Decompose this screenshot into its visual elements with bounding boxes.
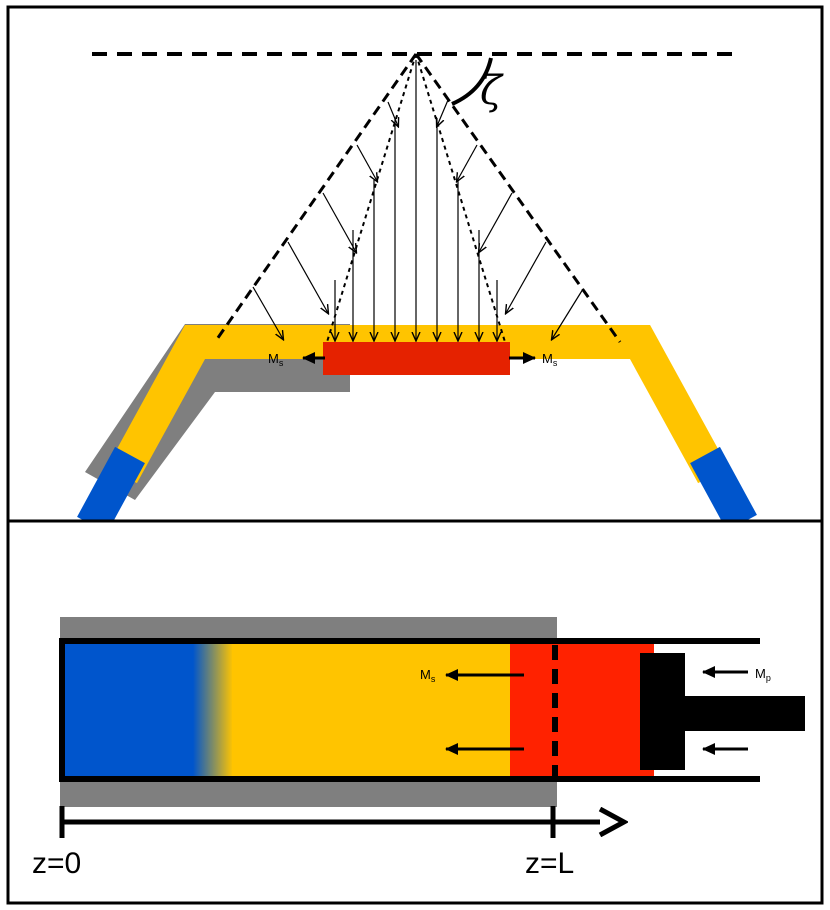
fixed-end-left [77, 446, 145, 534]
ms-label-right: Ms [542, 351, 558, 368]
field-arrows [252, 60, 584, 340]
field-arrow [552, 288, 584, 339]
fixed-end-region [64, 644, 194, 778]
cone-ray-outer-right [414, 53, 622, 343]
field-arrow [479, 192, 513, 252]
cone-ray-outer-left [213, 53, 418, 343]
fixed-end-right [690, 446, 757, 532]
cone-ray-inner-right [415, 53, 506, 343]
field-arrow [252, 286, 283, 339]
field-arrow [322, 192, 356, 252]
transition-region [193, 644, 233, 778]
zeta-angle-arc [451, 57, 493, 106]
fiber-region [232, 644, 511, 778]
field-arrow [287, 241, 328, 313]
bottom-panel: Ms Mp z=0 z=L [6, 519, 824, 905]
field-arrow [387, 101, 398, 126]
z-end-label: z=L [525, 847, 574, 880]
field-arrow [506, 241, 547, 313]
ms-label-bottom: Ms [420, 667, 436, 684]
field-arrow [457, 144, 478, 181]
top-panel: ζ Ms Ms [6, 5, 824, 534]
mp-label: Mp [755, 666, 771, 683]
field-arrow [437, 99, 449, 126]
piston [640, 653, 805, 770]
magnetized-segment [323, 342, 510, 375]
zeta-label: ζ [480, 68, 504, 114]
magnetized-region [510, 644, 654, 778]
cone-ray-inner-left [326, 53, 417, 343]
field-arrow [356, 144, 377, 181]
ms-label-left: Ms [268, 351, 284, 368]
z-start-label: z=0 [32, 847, 81, 880]
